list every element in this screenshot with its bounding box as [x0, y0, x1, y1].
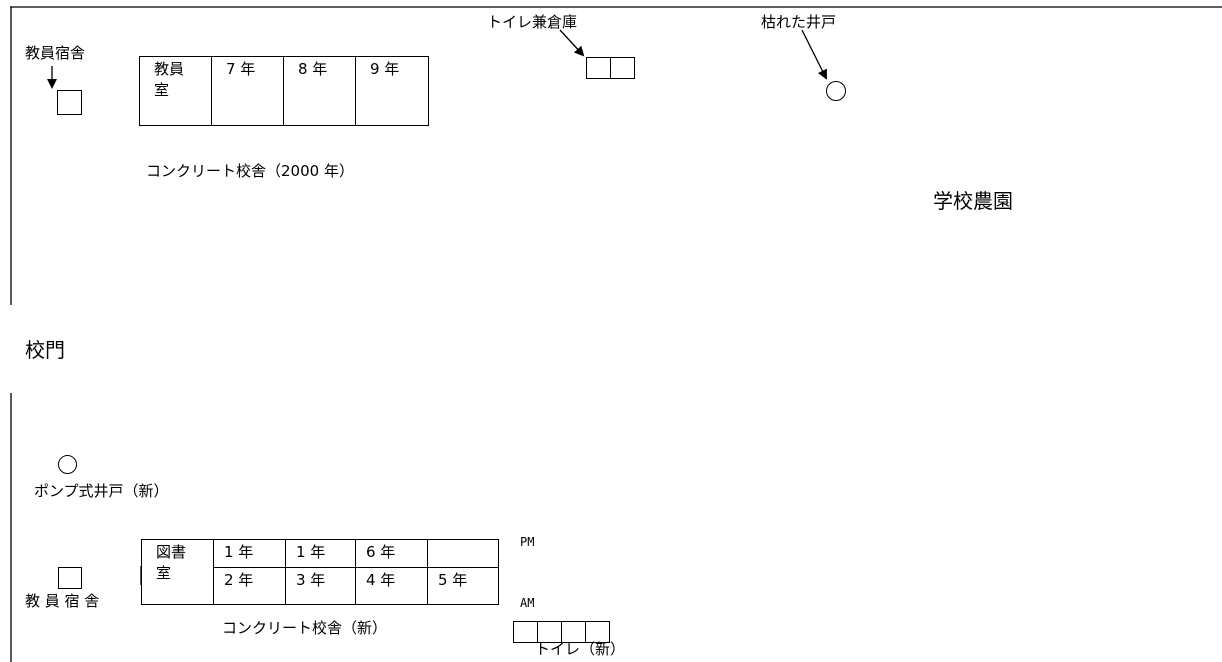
room-pm-2: 1 年 — [286, 540, 356, 568]
room-am-2: 3 年 — [286, 568, 356, 604]
teacher-dorm-top — [57, 90, 82, 115]
new-building-caption: コンクリート校舎（新） — [222, 619, 388, 637]
room-teachers: 教員 室 — [140, 57, 212, 125]
room-library: 図書 室 — [142, 540, 214, 604]
teacher-dorm-label-bottom: 教 員 宿 舎 — [25, 592, 100, 610]
room-pm-1: 1 年 — [214, 540, 286, 568]
dry-well-circle — [826, 81, 846, 101]
pump-well-circle — [58, 455, 77, 474]
school-gate-label: 校門 — [25, 338, 65, 362]
new-toilet-4 — [585, 621, 610, 643]
room-am-4: 5 年 — [438, 571, 468, 589]
room-am-3: 4 年 — [356, 568, 428, 604]
room-grade7: 7 年 — [212, 57, 284, 125]
pump-well-label: ポンプ式井戸（新） — [34, 482, 169, 500]
teacher-dorm-bottom — [58, 567, 82, 589]
new-toilet-label: トイレ（新） — [535, 640, 626, 658]
dry-well-label: 枯れた井戸 — [761, 13, 837, 31]
room-pm-3: 6 年 — [356, 540, 428, 568]
teacher-dorm-label-top: 教員宿舎 — [25, 44, 86, 62]
room-am-1: 2 年 — [214, 568, 286, 604]
room-pm-4 — [428, 540, 498, 568]
pm-label: PM — [520, 535, 535, 549]
dry-well-arrow — [801, 29, 827, 80]
new-concrete-building: 図書 室 1 年 1 年 6 年 2 年 3 年 4 年 5 年 — [141, 539, 499, 605]
concrete-building-2000: 教員 室 7 年 8 年 9 年 — [139, 56, 429, 126]
room-grade8: 8 年 — [284, 57, 356, 125]
toilet-storage-right — [610, 57, 635, 79]
concrete-building-caption: コンクリート校舎（2000 年） — [146, 162, 354, 180]
toilet-storage-label: トイレ兼倉庫 — [487, 13, 578, 31]
toilet-storage-arrow — [559, 29, 585, 57]
toilet-storage-left — [586, 57, 611, 79]
am-label: AM — [520, 596, 535, 610]
school-farm-label: 学校農園 — [933, 189, 1013, 213]
room-grade9: 9 年 — [370, 60, 400, 78]
